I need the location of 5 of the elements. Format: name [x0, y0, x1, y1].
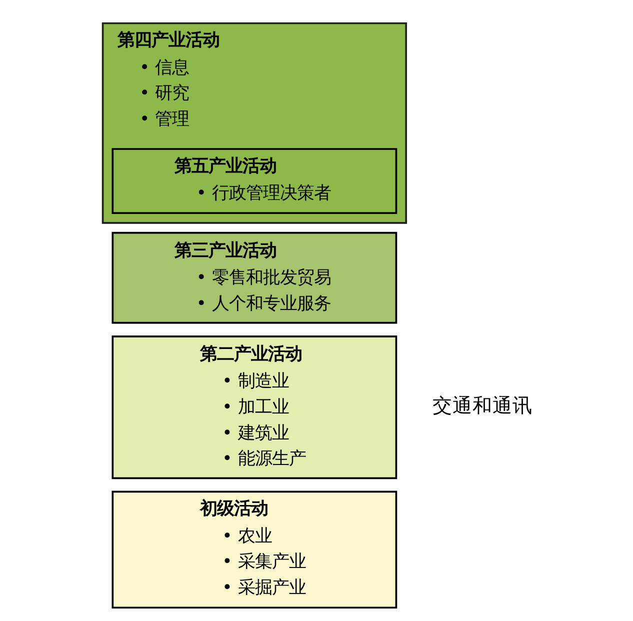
node-box: 第二产业活动 • 制造业 • 加工业 • 建筑业 • 能源生产 [111, 335, 397, 480]
node-box: 初级活动 • 农业 • 采集产业 • 采掘产业 [111, 490, 397, 609]
node-box: 第五产业活动 • 行政管理决策者 [111, 148, 397, 214]
label: 交通和通讯 [432, 394, 532, 417]
node-box: 第三产业活动 • 零售和批发贸易 • 人个和专业服务 [111, 232, 397, 324]
